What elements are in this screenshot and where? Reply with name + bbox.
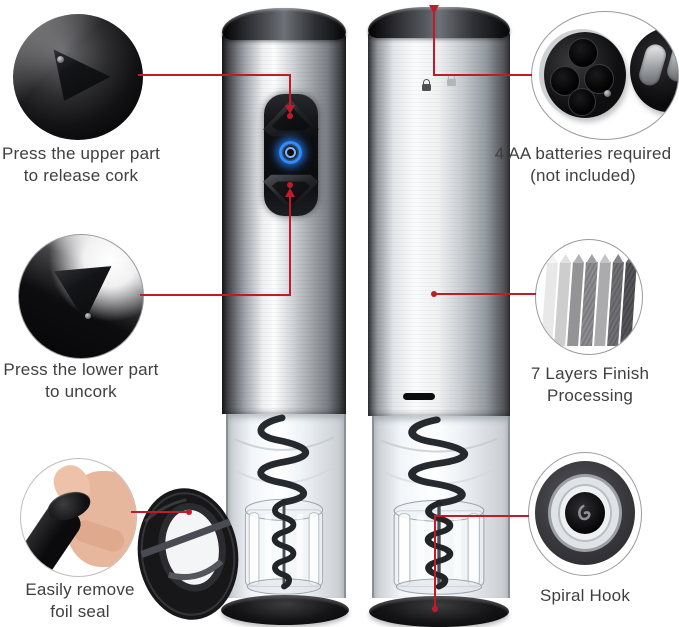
opener-front-cap: [222, 8, 346, 40]
connector-line-battery-rise: [433, 12, 435, 76]
label-press-lower: Press the lower part to uncork: [2, 359, 160, 403]
opener-back-base: [369, 596, 509, 627]
opener-back-cap: [368, 7, 510, 38]
spiral-hook-center-photo: [565, 492, 605, 534]
spiral-icon: [578, 504, 591, 521]
label-line: foil seal: [50, 602, 110, 621]
label-line: Press the upper part: [1, 144, 161, 163]
layer-flap-icon: [599, 254, 611, 263]
corkscrew-back-illustration: [380, 416, 498, 595]
holder-screw-icon: [604, 90, 611, 97]
corkscrew-front-illustration: [233, 414, 335, 595]
power-led-inner-icon: [285, 147, 296, 158]
label-line: to uncork: [45, 382, 117, 401]
label-line: Processing: [546, 386, 634, 405]
layer-flap-icon: [573, 254, 585, 263]
layer-flap-icon: [547, 254, 559, 263]
connector-line-finish: [435, 293, 536, 295]
connector-line-lower-rise: [289, 196, 291, 296]
opener-back-body: [368, 30, 510, 416]
opener-front-body: [222, 32, 346, 414]
battery-slot-icon: [584, 64, 614, 94]
label-line: 7 Layers Finish: [530, 364, 650, 383]
arrow-battery-cap-icon: [429, 5, 439, 14]
battery-contacts-photo: [630, 28, 678, 112]
arrow-dot-icon: [431, 291, 437, 297]
arrow-lower-button-icon: [285, 188, 295, 197]
label-spiral-hook: Spiral Hook: [520, 585, 650, 607]
button-screw-icon: [57, 56, 64, 63]
upper-button-closeup-photo: [13, 14, 143, 140]
foil-cutter-ring-illustration: [137, 488, 239, 620]
button-screw-icon: [85, 313, 91, 319]
arrow-upper-button-icon: [285, 105, 295, 114]
layer-flap-icon: [613, 254, 625, 263]
lower-button-photo-icon: [54, 266, 112, 322]
label-line: Easily remove: [25, 580, 135, 599]
connector-line-lower: [140, 294, 291, 296]
battery-slot-icon: [568, 88, 596, 116]
lock-icon: [422, 79, 431, 91]
opener-back-cage: [372, 416, 510, 598]
battery-slot-icon: [568, 38, 598, 68]
arrow-dot-icon: [287, 182, 293, 188]
battery-holder-photo: [544, 32, 626, 118]
label-finish: 7 Layers Finish Processing: [505, 363, 675, 407]
label-press-upper: Press the upper part to release cork: [0, 143, 162, 187]
connector-line-foil: [131, 511, 189, 513]
arrow-dot-icon: [186, 509, 192, 515]
opener-front-base: [221, 595, 349, 625]
battery-contact-icon: [664, 37, 678, 85]
battery-compartment-photo: [531, 11, 679, 140]
label-line: 4 AA batteries required: [494, 144, 672, 163]
connector-line-spiral-drop: [434, 515, 436, 607]
layer-flap-icon: [626, 254, 638, 263]
lower-button-closeup-photo: [18, 234, 144, 359]
label-foil-seal: Easily remove foil seal: [5, 579, 155, 623]
layer-flap-icon: [586, 254, 598, 263]
arrow-dot-icon: [432, 606, 438, 612]
connector-line-upper: [138, 74, 291, 76]
layer-flap-icon: [560, 254, 572, 263]
finish-layers-photo: [535, 239, 643, 355]
connector-line-spiral: [434, 515, 529, 517]
label-line: to release cork: [23, 166, 139, 185]
connector-line-upper-drop: [289, 74, 291, 105]
vent-slot: [403, 393, 435, 400]
label-line: (not included): [530, 166, 636, 185]
battery-contact-icon: [636, 41, 669, 89]
arrow-dot-icon: [287, 113, 293, 119]
connector-line-battery: [433, 74, 532, 76]
upper-button-photo-icon: [53, 49, 111, 101]
power-led-icon: [279, 141, 302, 164]
label-line: Spiral Hook: [539, 586, 631, 605]
finish-layers-stack: [541, 262, 637, 346]
unlock-icon: [447, 74, 456, 86]
label-batteries: 4 AA batteries required (not included): [487, 143, 679, 187]
foil-cutter-ring-photo: [127, 479, 249, 627]
foil-removal-photo: [20, 458, 137, 577]
spiral-hook-photo: [528, 452, 642, 576]
label-line: Press the lower part: [3, 360, 159, 379]
opener-front-cage: [226, 414, 346, 598]
